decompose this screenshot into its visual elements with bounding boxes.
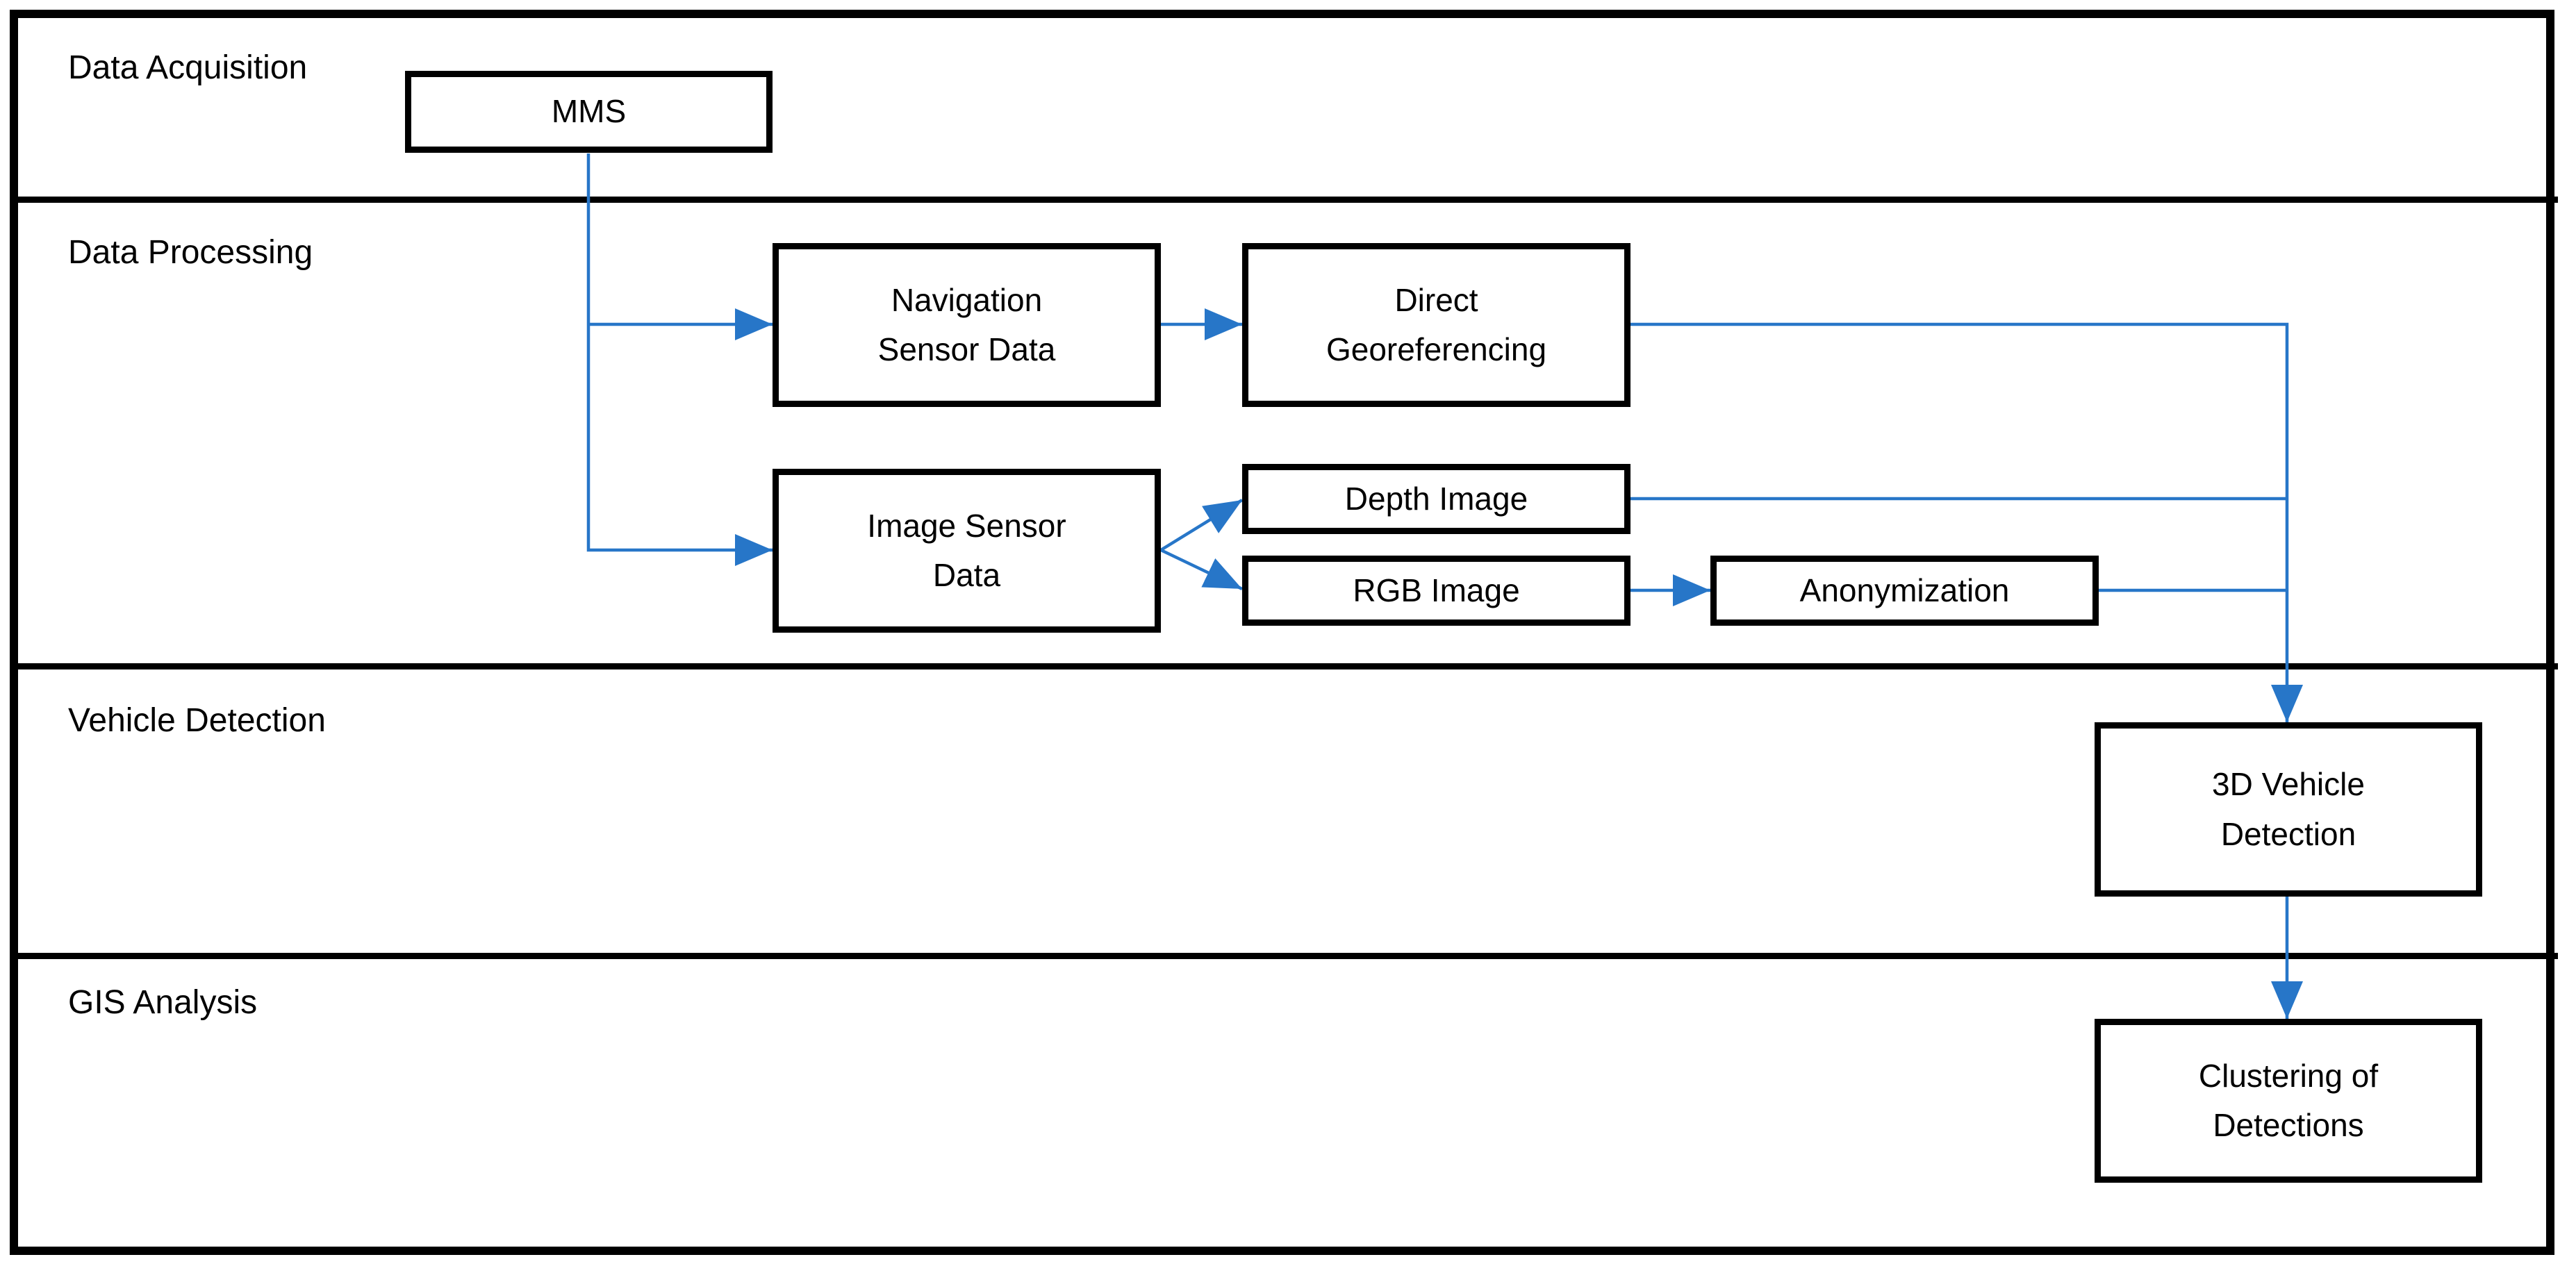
node-rgb-image-label: RGB Image <box>1353 572 1520 608</box>
node-anonymization-label: Anonymization <box>1799 572 2010 608</box>
node-3d-vehicle-detection: 3D Vehicle Detection <box>2095 722 2482 897</box>
lane-divider-data-processing-vehicle-detection <box>18 663 2558 669</box>
node-clustering-of-detections-label: Clustering of Detections <box>2198 1057 2379 1143</box>
node-image-sensor-data-label: Image Sensor Data <box>867 507 1066 593</box>
node-rgb-image: RGB Image <box>1242 556 1630 626</box>
node-mms-label: MMS <box>551 93 627 130</box>
node-navigation-sensor-data: Navigation Sensor Data <box>773 243 1161 407</box>
node-image-sensor-data: Image Sensor Data <box>773 469 1161 633</box>
node-direct-georeferencing: Direct Georeferencing <box>1242 243 1630 407</box>
lane-divider-data-acquisition-data-processing <box>18 197 2558 203</box>
node-direct-georeferencing-label: Direct Georeferencing <box>1326 281 1547 367</box>
node-navigation-sensor-data-label: Navigation Sensor Data <box>877 281 1056 367</box>
lane-label-vehicle-detection: Vehicle Detection <box>68 702 326 739</box>
lane-label-gis-analysis: GIS Analysis <box>68 984 258 1021</box>
lane-label-data-acquisition: Data Acquisition <box>68 49 308 86</box>
node-3d-vehicle-detection-label: 3D Vehicle Detection <box>2212 766 2365 852</box>
node-anonymization: Anonymization <box>1710 556 2099 626</box>
node-depth-image: Depth Image <box>1242 464 1630 534</box>
node-mms: MMS <box>405 71 773 153</box>
node-clustering-of-detections: Clustering of Detections <box>2095 1019 2482 1183</box>
lane-divider-vehicle-detection-gis-analysis <box>18 953 2558 959</box>
node-depth-image-label: Depth Image <box>1344 480 1528 517</box>
lane-label-data-processing: Data Processing <box>68 234 313 271</box>
